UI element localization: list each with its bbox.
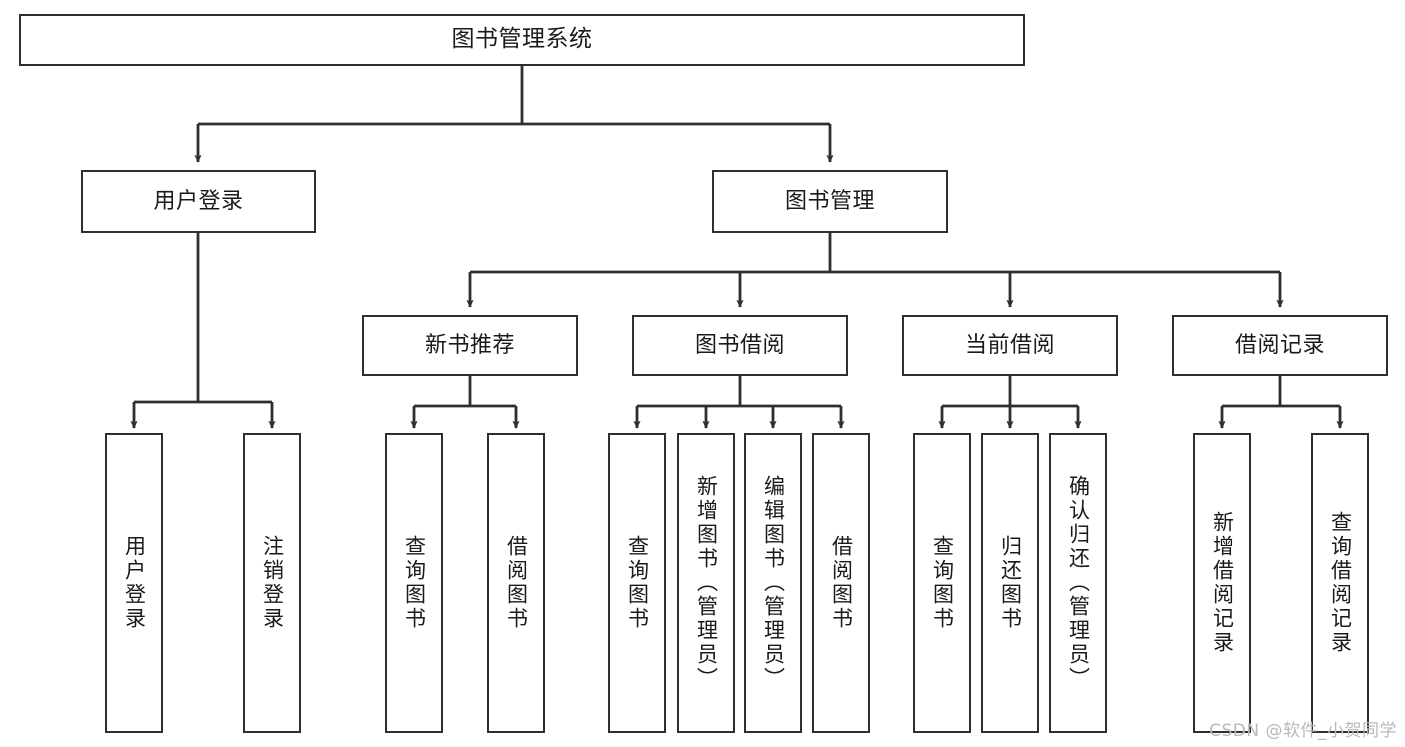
leaf-edit-book-admin[interactable]: 编辑图书（管理员）: [744, 433, 802, 733]
leaf-add-book-admin[interactable]: 新增图书（管理员）: [677, 433, 735, 733]
node-label: 注销登录: [260, 535, 285, 631]
node-label: 查询图书: [930, 535, 955, 631]
node-label: 新增借阅记录: [1210, 511, 1235, 655]
node-label: 借阅记录: [1234, 332, 1325, 358]
node-label: 图书借阅: [694, 332, 785, 358]
leaf-logout-login[interactable]: 注销登录: [243, 433, 301, 733]
leaf-user-login[interactable]: 用户登录: [105, 433, 163, 733]
node-label: 图书管理: [784, 188, 875, 214]
node-root-system[interactable]: 图书管理系统: [19, 14, 1025, 66]
leaf-query-book-current[interactable]: 查询图书: [913, 433, 971, 733]
leaf-add-borrow-record[interactable]: 新增借阅记录: [1193, 433, 1251, 733]
node-label: 查询图书: [402, 535, 427, 631]
leaf-query-borrow-record[interactable]: 查询借阅记录: [1311, 433, 1369, 733]
node-label: 归还图书: [998, 535, 1023, 631]
node-label: 用户登录: [122, 535, 147, 631]
node-user-login[interactable]: 用户登录: [81, 170, 316, 233]
leaf-query-book-recommend[interactable]: 查询图书: [385, 433, 443, 733]
node-label: 查询图书: [625, 535, 650, 631]
node-book-manage[interactable]: 图书管理: [712, 170, 948, 233]
leaf-borrow-book-recommend[interactable]: 借阅图书: [487, 433, 545, 733]
node-label: 用户登录: [153, 188, 244, 214]
leaf-confirm-return-admin[interactable]: 确认归还（管理员）: [1049, 433, 1107, 733]
leaf-borrow-book-borrow[interactable]: 借阅图书: [812, 433, 870, 733]
csdn-watermark: CSDN @软件_小贺同学: [1209, 721, 1397, 741]
node-book-borrow[interactable]: 图书借阅: [632, 315, 848, 376]
node-label: 借阅图书: [504, 535, 529, 631]
node-label: 确认归还（管理员）: [1066, 475, 1091, 691]
node-new-book-recommend[interactable]: 新书推荐: [362, 315, 578, 376]
node-label: 新书推荐: [424, 332, 515, 358]
node-label: 当前借阅: [964, 332, 1055, 358]
node-label: 借阅图书: [829, 535, 854, 631]
node-label: 查询借阅记录: [1328, 511, 1353, 655]
node-label: 编辑图书（管理员）: [761, 475, 786, 691]
node-current-borrow[interactable]: 当前借阅: [902, 315, 1118, 376]
leaf-query-book-borrow[interactable]: 查询图书: [608, 433, 666, 733]
node-label: 图书管理系统: [451, 26, 593, 53]
node-borrow-record[interactable]: 借阅记录: [1172, 315, 1388, 376]
node-label: 新增图书（管理员）: [694, 475, 719, 691]
leaf-return-book[interactable]: 归还图书: [981, 433, 1039, 733]
